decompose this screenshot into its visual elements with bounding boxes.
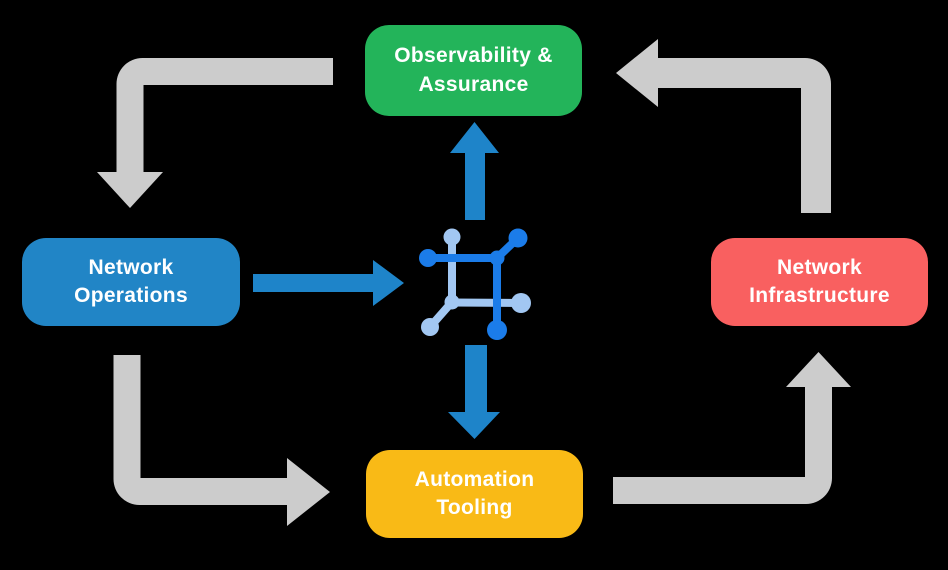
arrow-operations-to-automation-icon	[113, 355, 330, 526]
arrow-infrastructure-to-observability-icon	[616, 39, 831, 213]
arrow-automation-to-infrastructure-icon	[613, 352, 851, 504]
node-automation-tooling: Automation Tooling	[366, 450, 583, 538]
node-automation-tooling-label: Automation Tooling	[414, 467, 535, 519]
node-observability-assurance: Observability & Assurance	[365, 25, 582, 116]
node-observability-assurance-label: Observability & Assurance	[394, 44, 553, 96]
arrow-center-to-observability-icon	[450, 122, 499, 220]
node-network-operations: Network Operations	[22, 238, 240, 326]
network-fabric-icon-primary	[419, 228, 528, 340]
arrow-observability-to-operations-icon	[97, 58, 333, 208]
arrow-operations-to-center-icon	[253, 260, 404, 306]
node-network-operations-label: Network Operations	[74, 255, 188, 307]
network-fabric-icon-secondary	[421, 228, 531, 336]
cycle-arrows	[97, 39, 851, 526]
arrow-center-to-automation-icon	[448, 345, 500, 439]
node-network-infrastructure: Network Infrastructure	[711, 238, 928, 326]
flow-arrows	[253, 122, 500, 439]
network-fabric-icon	[419, 228, 531, 340]
node-network-infrastructure-label: Network Infrastructure	[749, 255, 890, 307]
